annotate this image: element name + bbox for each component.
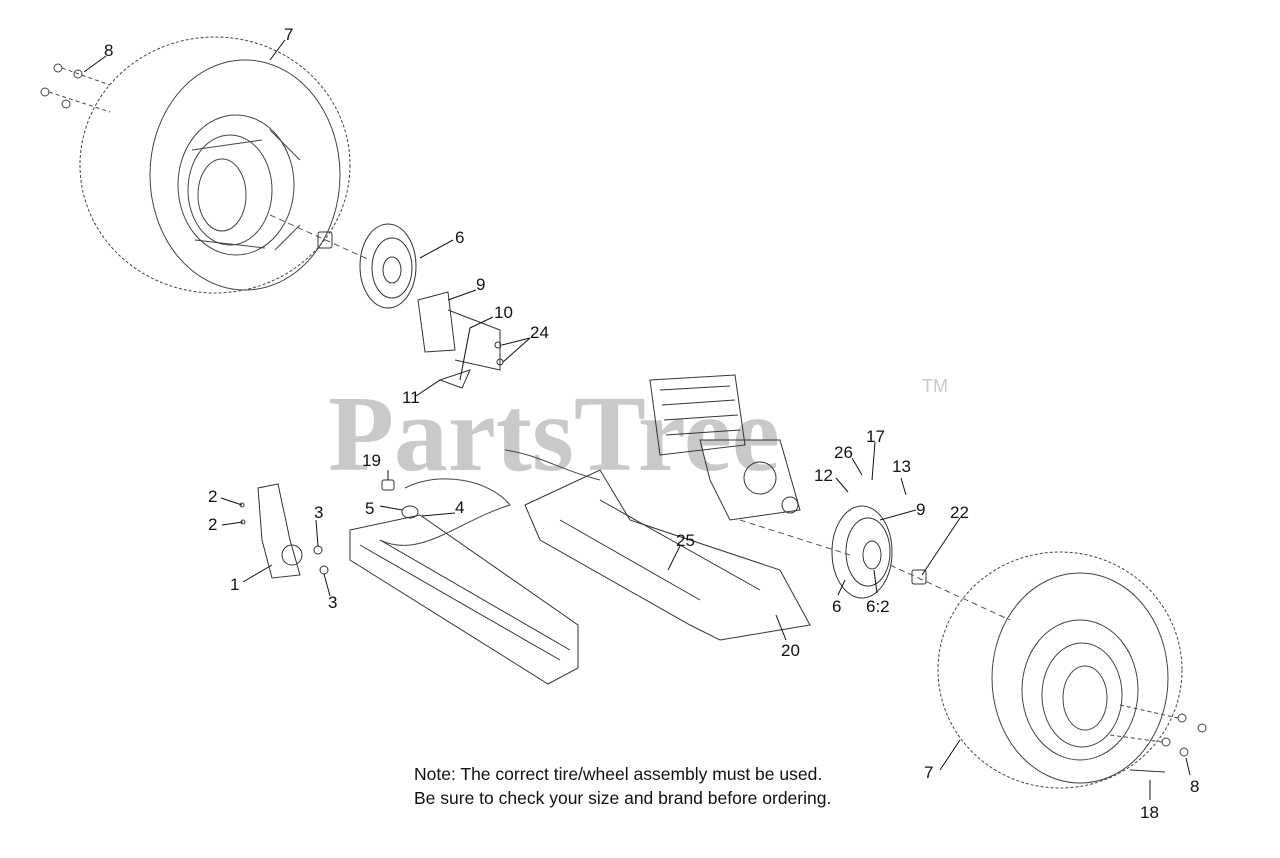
callout-6-2: 6:2 xyxy=(866,597,890,616)
callout-10: 10 xyxy=(494,303,513,322)
valve-stem[interactable] xyxy=(1129,769,1166,773)
callout-18: 18 xyxy=(1140,803,1159,822)
watermark: PartsTree TM xyxy=(328,375,948,494)
watermark-trademark: TM xyxy=(922,376,948,396)
axle-line-lower xyxy=(739,519,1011,621)
axle-line-upper xyxy=(269,214,371,261)
callout-3-top: 3 xyxy=(314,503,323,522)
watermark-brand: PartsTree xyxy=(328,375,780,494)
control-cable[interactable] xyxy=(379,449,601,546)
callout-9-upper: 9 xyxy=(476,275,485,294)
callout-26: 26 xyxy=(834,443,853,462)
callout-labels: 7 8 6 9 10 24 11 19 2 2 3 3 1 5 4 25 20 … xyxy=(104,25,1199,822)
transmission-assembly[interactable] xyxy=(649,374,801,521)
callout-6-lower: 6 xyxy=(832,597,841,616)
callout-7-lower: 7 xyxy=(924,763,933,782)
hub-right[interactable] xyxy=(831,505,927,599)
steering-spindle[interactable] xyxy=(239,483,329,579)
callout-12: 12 xyxy=(814,466,833,485)
callout-7-upper: 7 xyxy=(284,25,293,44)
bracket-upper[interactable] xyxy=(417,291,504,389)
tire-upper-left[interactable] xyxy=(79,36,351,294)
callout-24: 24 xyxy=(530,323,549,342)
lug-nuts-lower-right[interactable] xyxy=(1109,704,1207,757)
ordering-note-line-2: Be sure to check your size and brand bef… xyxy=(414,788,832,808)
callout-17: 17 xyxy=(866,427,885,446)
callout-4: 4 xyxy=(455,498,464,517)
callout-25: 25 xyxy=(676,531,695,550)
ordering-note: Note: The correct tire/wheel assembly mu… xyxy=(414,762,831,810)
callout-2-bottom: 2 xyxy=(208,515,217,534)
callout-20: 20 xyxy=(781,641,800,660)
callout-19: 19 xyxy=(362,451,381,470)
callout-1: 1 xyxy=(230,575,239,594)
bushing-5[interactable] xyxy=(401,505,419,519)
hub-upper[interactable] xyxy=(317,223,417,309)
callout-5: 5 xyxy=(365,499,374,518)
callout-8-upper: 8 xyxy=(104,41,113,60)
lug-nuts-upper-left[interactable] xyxy=(40,63,111,113)
tire-lower-right[interactable] xyxy=(937,551,1183,789)
frame-center[interactable] xyxy=(524,469,811,641)
frame-left[interactable] xyxy=(349,514,579,685)
callout-2-top: 2 xyxy=(208,487,217,506)
ordering-note-line-1: Note: The correct tire/wheel assembly mu… xyxy=(414,764,823,784)
callout-8-lower: 8 xyxy=(1190,777,1199,796)
callout-13: 13 xyxy=(892,457,911,476)
callout-22: 22 xyxy=(950,503,969,522)
callout-3-bottom: 3 xyxy=(328,593,337,612)
callout-9-lower: 9 xyxy=(916,500,925,519)
callout-11: 11 xyxy=(402,388,420,407)
callout-6-upper: 6 xyxy=(455,228,464,247)
leader-lines xyxy=(83,39,1191,800)
